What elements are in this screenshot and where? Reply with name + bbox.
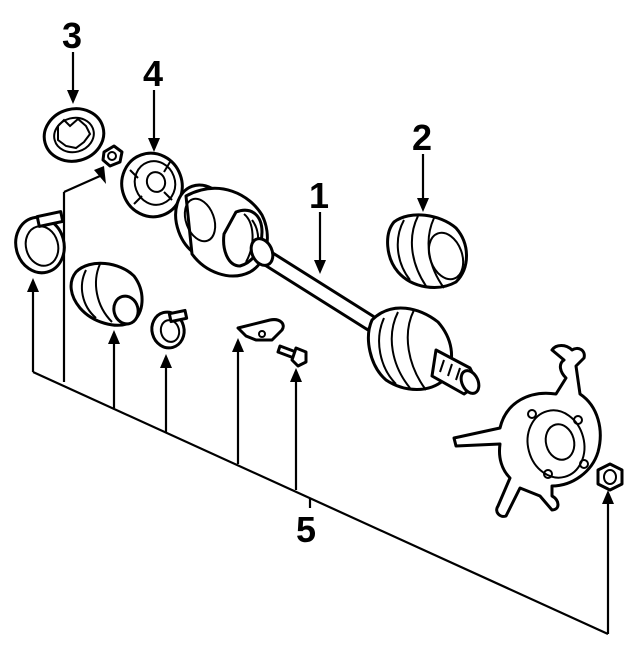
boot-clamp-large-part — [14, 210, 66, 275]
hub-nut-part — [596, 462, 624, 492]
callout-1: 1 — [309, 175, 329, 216]
small-boot-part — [69, 261, 144, 327]
callout-5-leaders — [27, 166, 614, 636]
inner-joint-part — [120, 151, 184, 219]
callout-5: 5 — [296, 509, 316, 550]
axle-shaft-part — [174, 183, 481, 396]
callout-4: 4 — [143, 53, 163, 94]
boot-part — [386, 213, 468, 289]
retaining-clip-part — [236, 318, 285, 342]
callout-leaders — [67, 52, 429, 274]
outer-joint-part — [42, 107, 106, 163]
hub-knuckle-part — [452, 344, 602, 518]
boot-clamp-small-part — [150, 308, 189, 350]
small-nut-part — [101, 144, 124, 168]
callout-3: 3 — [62, 15, 82, 56]
callout-2: 2 — [412, 117, 432, 158]
bolt-part — [276, 344, 308, 368]
